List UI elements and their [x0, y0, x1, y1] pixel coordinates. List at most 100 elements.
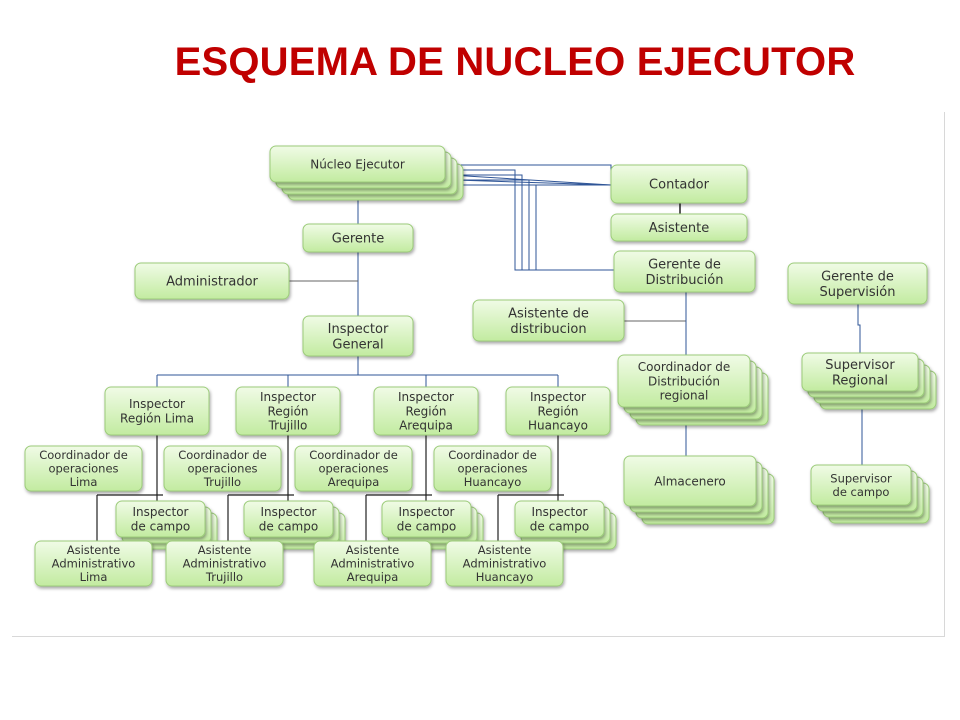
node-box	[810, 464, 912, 506]
diagram-frame	[12, 112, 945, 637]
node-label: operaciones	[318, 462, 388, 476]
node-label: Administrativo	[52, 557, 136, 571]
node-box	[294, 445, 413, 492]
node-label: distribucion	[510, 322, 586, 337]
node-label: Administrativo	[463, 557, 547, 571]
node-box	[269, 145, 446, 183]
node-label: de campo	[833, 485, 890, 499]
connector-lines	[96, 164, 863, 541]
node-label: Coordinador de	[448, 448, 537, 462]
node-box	[115, 500, 206, 538]
node-box	[472, 299, 625, 342]
node-label: Almacenero	[654, 474, 726, 488]
node-box	[514, 500, 605, 538]
node-label: Inspector	[532, 505, 588, 519]
node-label: de campo	[131, 519, 190, 533]
node-label: Huancayo	[476, 570, 533, 584]
node-label: Asistente de	[508, 307, 589, 322]
node-label: regional	[660, 388, 709, 402]
node-box	[302, 223, 414, 253]
node-box	[313, 540, 432, 587]
node-label: Gerente	[332, 232, 384, 247]
node-box	[610, 164, 748, 204]
node-label: Gerente de	[821, 270, 894, 285]
node-label: Región	[405, 404, 446, 418]
node-label: Inspector	[260, 390, 316, 404]
node-box	[243, 500, 334, 538]
node-label: Asistente	[198, 543, 252, 557]
node-gerente: Gerente	[302, 223, 414, 253]
node-box	[623, 455, 757, 507]
node-label: Coordinador de	[309, 448, 398, 462]
node-box	[505, 386, 611, 436]
page-title: ESQUEMA DE NUCLEO EJECUTOR	[174, 40, 856, 84]
node-contador: Contador	[610, 164, 748, 204]
node-label: Supervisor	[830, 471, 892, 485]
node-box	[445, 540, 564, 587]
node-almacenero: Almacenero	[623, 455, 775, 525]
node-label: Asistente	[478, 543, 532, 557]
node-box	[104, 386, 210, 436]
node-label: Arequipa	[399, 418, 453, 432]
node-label: Coordinador de	[39, 448, 128, 462]
node-label: Coordinador de	[178, 448, 267, 462]
node-label: Región Lima	[120, 411, 194, 425]
node-box	[381, 500, 472, 538]
connector-line	[857, 304, 861, 353]
node-label: Administrativo	[331, 557, 415, 571]
node-label: Asistente	[67, 543, 121, 557]
node-label: Núcleo Ejecutor	[310, 157, 405, 171]
node-label: operaciones	[48, 462, 118, 476]
node-box	[801, 352, 919, 392]
node-label: Inspector	[399, 505, 455, 519]
node-box	[433, 445, 552, 492]
node-label: Asistente	[649, 221, 709, 236]
node-label: Asistente	[346, 543, 400, 557]
node-label: Huancayo	[464, 475, 521, 489]
node-box	[163, 445, 282, 492]
node-label: Supervisión	[820, 285, 896, 300]
node-label: Administrativo	[183, 557, 267, 571]
node-label: Regional	[832, 373, 888, 388]
node-label: Región	[537, 404, 578, 418]
node-box	[610, 213, 748, 242]
node-box	[787, 262, 928, 305]
node-box	[235, 386, 341, 436]
node-label: Gerente de	[648, 258, 721, 273]
node-box	[165, 540, 284, 587]
node-nucleo: Núcleo Ejecutor	[269, 145, 464, 201]
node-label: Huancayo	[528, 418, 588, 432]
node-administrador: Administrador	[134, 262, 290, 300]
connector-line	[449, 174, 612, 186]
node-label: Inspector	[328, 322, 389, 337]
node-label: Arequipa	[347, 570, 399, 584]
connector-line	[447, 174, 614, 271]
node-label: Inspector	[261, 505, 317, 519]
node-box	[134, 262, 290, 300]
node-label: operaciones	[187, 462, 257, 476]
node-label: de campo	[530, 519, 589, 533]
node-label: operaciones	[457, 462, 527, 476]
node-label: Administrador	[166, 275, 258, 290]
